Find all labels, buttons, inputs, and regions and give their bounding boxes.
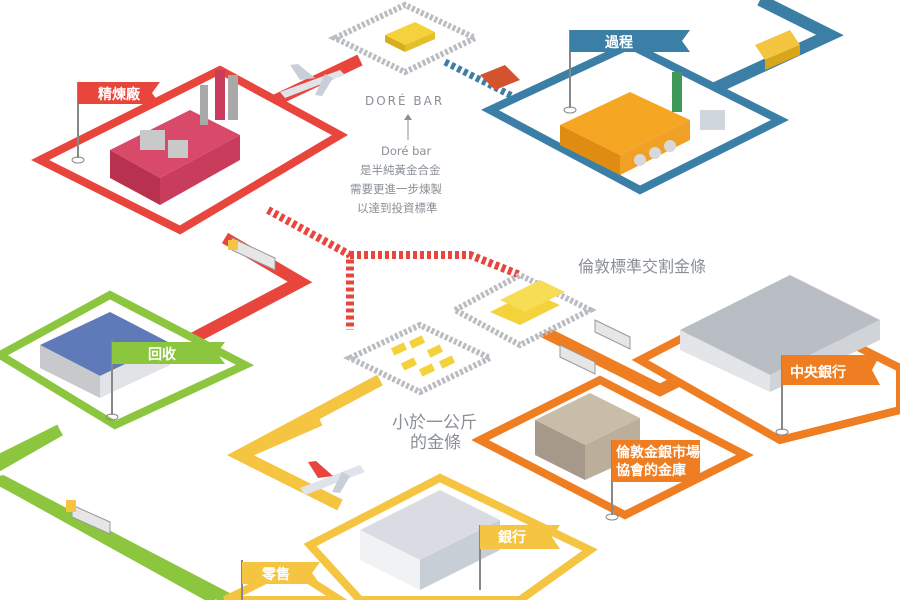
process-flag-label: 過程 [604,35,633,51]
dashed-blue-path [443,58,522,104]
green-path [0,424,233,600]
process-tile[interactable] [481,40,789,195]
london-good-delivery-label: 倫敦標準交割金條 [578,257,706,276]
recycle-flag: 回收 [105,340,225,421]
refinery-flag: 精煉廠 [71,82,160,164]
airplane-icon [280,64,345,98]
small-bars-label-line-2: 的金條 [410,433,461,453]
dore-arrow-head [404,114,412,120]
dashed-red-path [266,206,522,330]
yellow-path-2 [237,414,323,461]
truck-icon [228,237,276,271]
refinery-flag-label: 精煉廠 [98,86,141,103]
dore-note-line-3: 需要更進一步煉製 [350,182,442,196]
small-bars-tile[interactable] [343,321,497,396]
truck-icon-orange [559,319,631,375]
truck-icon-green [66,500,111,535]
bank-tile[interactable] [303,473,598,600]
dore-note-line-4: 以達到投資標準 [357,201,438,215]
dore-bar-title: DORÉ BAR [365,93,444,108]
central-bank-flag: 中央銀行 [775,355,880,436]
retail-flag-label: 零售 [261,566,290,583]
central-bank-flag-label: 中央銀行 [790,364,846,381]
dore-note-line-2: 是半純黃金合金 [360,163,441,177]
bank-flag-label: 銀行 [498,529,526,546]
blue-path-mine [697,0,844,101]
small-bars-label-line-1: 小於一公斤 [392,413,477,433]
dump-truck-icon [755,30,800,70]
process-flag: 過程 [563,30,690,114]
dore-note-line-1: Doré bar [381,144,431,158]
refinery-tile[interactable] [31,65,349,235]
lbma-vault-flag-line-2: 協會的金庫 [616,462,686,479]
london-good-delivery-tile[interactable] [448,271,597,349]
bank-flag: 銀行 [479,525,560,590]
retail-flag: 零售 [241,560,320,600]
crusher-icon [480,65,520,90]
airplane-icon-2 [300,461,365,495]
lbma-vault-flag: 倫敦金銀市場 協會的金庫 [605,440,700,521]
dore-bar-tile[interactable] [328,1,482,76]
lbma-vault-flag-line-1: 倫敦金銀市場 [616,444,700,461]
recycle-flag-label: 回收 [148,346,177,363]
green-path-2 [0,475,218,600]
